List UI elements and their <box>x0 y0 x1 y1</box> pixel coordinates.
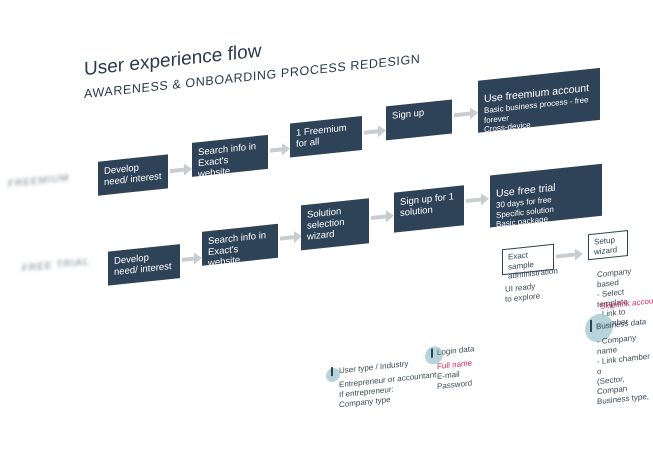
lane-label-free-trial: FREE TRIAL <box>22 256 90 275</box>
usertype-body: Entrepreneur or accountant If entreprene… <box>339 370 437 410</box>
diagram-canvas: User experience flow AWARENESS & ONBOARD… <box>0 0 653 430</box>
login-label: Login data <box>437 344 475 358</box>
setup-wizard-box: Setup wizard <box>588 229 628 261</box>
row2-step-solution-wizard: Solution selection wizard <box>301 198 369 251</box>
row1-step-search-info: Search info in Exact's website <box>192 134 268 180</box>
row2-arrow-2 <box>280 234 295 241</box>
business-marker <box>590 319 592 332</box>
usertype-marker <box>331 367 333 377</box>
row2-arrow-1 <box>182 256 195 262</box>
sub-arrow <box>556 252 576 259</box>
row1-arrow-4 <box>454 111 471 118</box>
row1-arrow-1 <box>170 167 185 174</box>
row2-step-search-info: Search info in Exact's website <box>202 223 278 269</box>
row2-step-develop-need: Develop need/ interest <box>108 244 180 286</box>
login-body: E-mail Password <box>437 369 473 392</box>
login-marker <box>431 348 433 358</box>
business-body: - Company name - Link chamber o (Sector,… <box>597 333 650 407</box>
usertype-bubble <box>326 367 340 383</box>
row2-arrow-4 <box>466 197 482 204</box>
row2-arrow-3 <box>371 214 387 221</box>
row1-step-develop-need: Develop need/ interest <box>98 154 168 196</box>
sample-note: UI ready to explore <box>505 281 541 304</box>
lane-label-freemium: FREEMIUM <box>8 172 70 191</box>
row1-arrow-3 <box>364 129 379 135</box>
row1-step-freemium: 1 Freemium for all <box>290 115 362 158</box>
row2-step-sign-up-solution: Sign up for 1 solution <box>394 185 464 233</box>
row2-use-free-trial-body: 30 days for free Specific solution Basic… <box>496 195 554 229</box>
row1-arrow-2 <box>270 147 283 153</box>
sample-administration-box: Exact sample administration <box>502 243 558 281</box>
row1-step-sign-up: Sign up <box>386 99 452 141</box>
